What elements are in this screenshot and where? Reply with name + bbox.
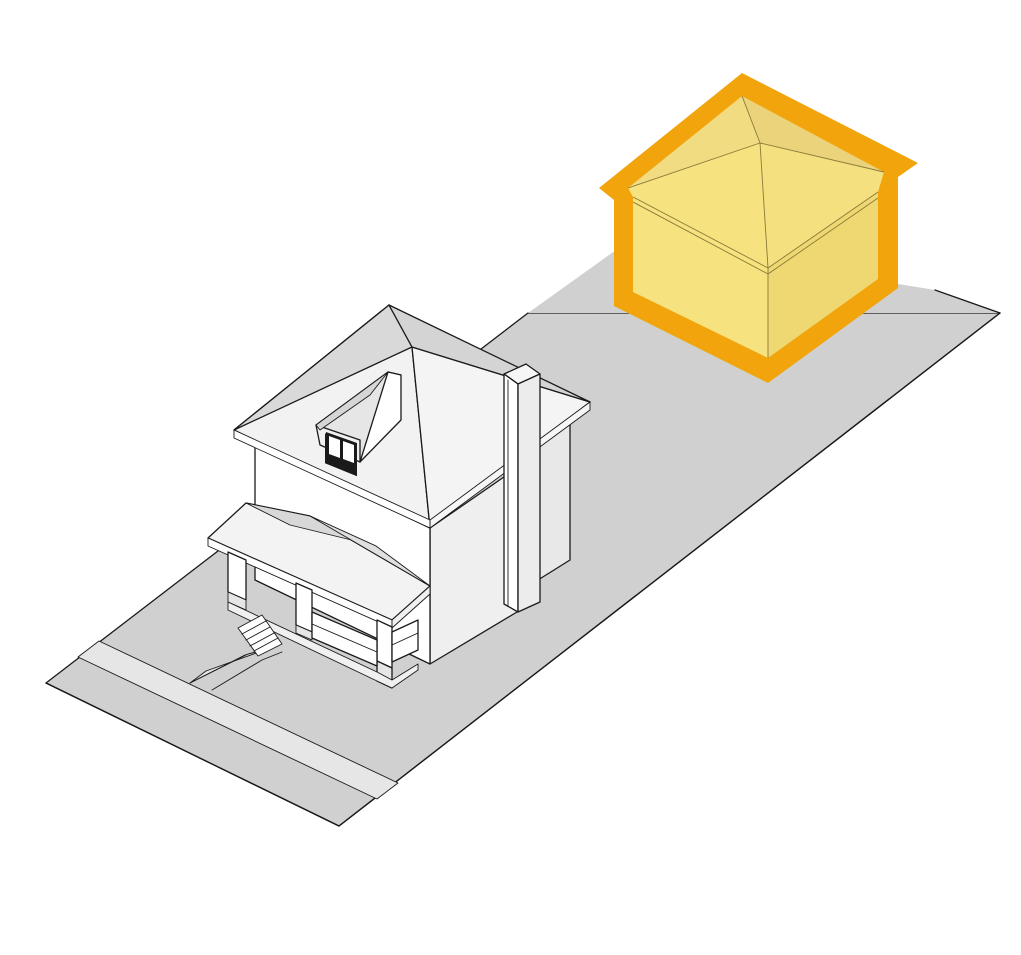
porch-roof <box>207 502 431 629</box>
porch <box>227 551 419 689</box>
cottage-roof-left <box>628 96 760 188</box>
sidewalk-strip <box>77 640 399 800</box>
cottage-roof-front <box>628 143 768 268</box>
front-steps <box>237 614 283 657</box>
backyard-cottage <box>599 73 918 383</box>
cottage-right-wall <box>768 192 878 358</box>
cottage-left-wall <box>633 197 768 358</box>
dormer-window-panes <box>326 432 357 468</box>
chimney <box>503 363 541 613</box>
cottage-roof-right <box>760 143 884 268</box>
cottage-edges <box>627 95 885 358</box>
cottage-roof-back <box>742 96 884 172</box>
main-house <box>207 304 591 689</box>
